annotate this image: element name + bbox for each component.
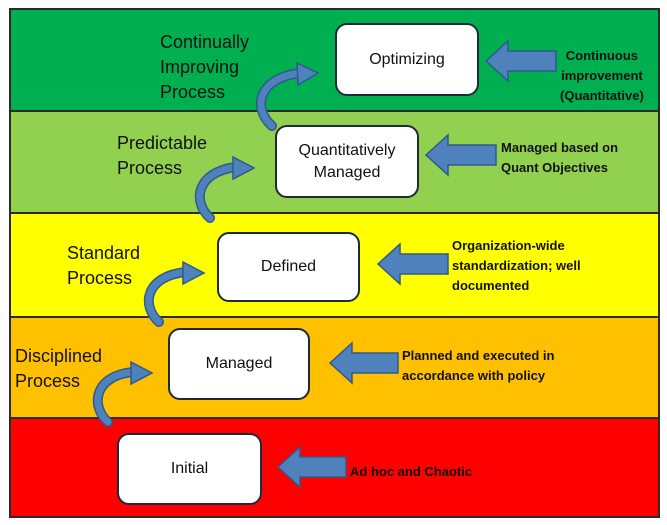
- level-name-managed: Managed: [205, 355, 273, 373]
- level-box-quantitatively-managed: Quantitatively Managed: [275, 125, 419, 198]
- curved-arrow-level-2-to-3-icon: [143, 260, 206, 327]
- level-box-initial: Initial: [117, 433, 262, 505]
- block-arrow-managed-icon: [328, 341, 399, 385]
- block-arrow-defined-icon: [376, 242, 449, 286]
- block-arrow-optimizing-icon: [484, 39, 557, 83]
- level-name-defined: Defined: [260, 258, 317, 276]
- description-initial: Ad hoc and Chaotic: [350, 464, 473, 479]
- level-name-quantitatively-managed: Quantitatively Managed: [298, 141, 396, 181]
- description-optimizing: Continuous improvement (Quantitative): [560, 48, 644, 104]
- level-box-managed: Managed: [168, 328, 310, 400]
- description-quantitatively-managed: Managed based on Quant Objectives: [501, 140, 619, 176]
- level-name-initial: Initial: [170, 460, 209, 478]
- description-managed: Planned and executed in accordance with …: [402, 348, 555, 384]
- curved-arrow-level-1-to-2-icon: [92, 360, 154, 427]
- level-box-optimizing: Optimizing: [335, 23, 479, 96]
- stage-label-continually-improving: Continually Improving Process: [160, 32, 250, 103]
- level-box-defined: Defined: [217, 232, 360, 302]
- stage-label-disciplined: Disciplined Process: [15, 346, 103, 392]
- curved-arrow-level-3-to-4-icon: [194, 155, 256, 223]
- block-arrow-quantitatively-managed-icon: [424, 133, 497, 177]
- curved-arrow-level-4-to-5-icon: [256, 61, 320, 131]
- stage-label-predictable: Predictable Process: [117, 133, 208, 179]
- block-arrow-initial-icon: [276, 445, 347, 489]
- level-name-optimizing: Optimizing: [369, 50, 445, 68]
- stage-label-standard: Standard Process: [67, 243, 141, 289]
- description-defined: Organization-wide standardization; well …: [452, 238, 581, 294]
